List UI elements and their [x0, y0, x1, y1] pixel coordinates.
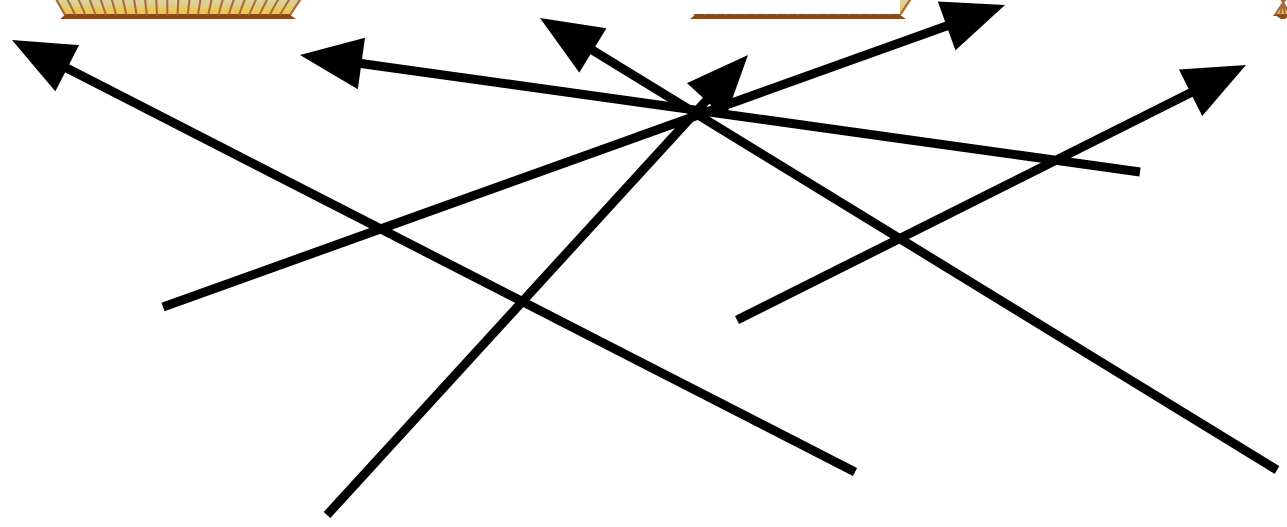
building-icon — [40, 0, 320, 19]
label-box — [665, 0, 900, 14]
building-icon — [1265, 0, 1287, 19]
arrow — [327, 55, 748, 515]
arrow-shaft — [327, 98, 709, 515]
arrow-head — [938, 1, 1005, 50]
icons-layer — [40, 0, 1287, 19]
arrow-shaft — [357, 63, 1140, 172]
arrow-shaft — [64, 66, 855, 472]
arrow-head — [300, 38, 365, 90]
arrow-head — [540, 18, 606, 73]
arrow — [540, 18, 1277, 470]
arrow — [737, 65, 1246, 320]
arrows-layer — [12, 1, 1277, 515]
